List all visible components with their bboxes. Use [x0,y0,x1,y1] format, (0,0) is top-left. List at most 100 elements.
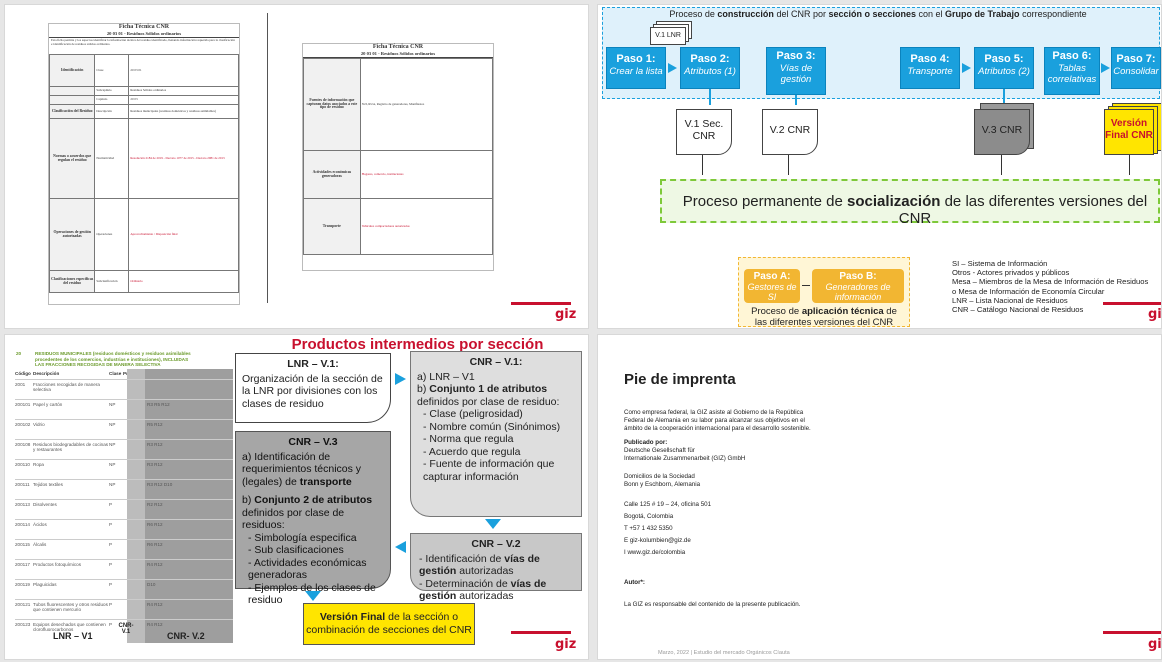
address-line: Bogotá, Colombia [624,513,674,520]
connector [795,95,797,105]
col-header: Descripción [33,371,60,376]
callout-text: Organización de la sección de la LNR por… [242,372,383,410]
cnr-v3-panel: CNR – V.3 a) Identificación de requerimi… [235,431,391,606]
app-bold: aplicación técnica [801,306,884,317]
cell-code: 200114 [15,522,30,527]
row-label: Normas o acuerdos que regulan el residuo [48,118,96,199]
plain-text: a) Identificación de requerimientos técn… [242,450,362,488]
cnr-v2-panel: CNR – V.2 Identificación de vías de gest… [410,533,582,602]
step-1-box[interactable]: Paso 1:Crear la lista [606,47,666,89]
acronym-legend: SI – Sistema de Información Otros - Acto… [952,259,1161,315]
step-sub: Consolidar [1113,66,1159,77]
list-item: Simbología especifica [248,532,384,545]
slide-proceso-cnr[interactable]: Proceso de construcción del CNR por secc… [597,4,1162,329]
legend-item: CNR – Catálogo Nacional de Residuos [952,305,1084,315]
attribute-list: Clase (peligrosidad) Nombre común (Sinón… [423,408,575,483]
cell-class: P [109,582,113,587]
cell-class: NP [109,462,116,467]
slide-pie-de-imprenta[interactable]: Pie de imprenta Como empresa federal, la… [597,334,1162,660]
cell-class: NP [109,442,116,447]
cell-vias: D10 [147,582,156,587]
arrow-down [788,155,789,175]
paso-a-box[interactable]: Paso A: Gestores de SI [744,269,800,303]
panel-line: b) Conjunto 2 de atributos definidos por… [242,494,384,532]
step-2-box[interactable]: Paso 2:Atributos (1) [680,47,740,89]
doc-title: Ficha Técnica CNR [118,24,170,30]
legend-item: SI – Sistema de Información [952,259,1048,268]
cell-code: 200117 [15,562,30,567]
step-sub: Atributos (1) [684,66,736,77]
cell-description: Tubos fluorescentes y otros residuos que… [33,602,108,612]
responsibility-text: La GIZ es responsable del contenido de l… [624,601,801,608]
arrow-left-v2-v3 [395,541,406,553]
list-item: Determinación de vías de gestión autoriz… [419,578,575,603]
version-doc-v1: V.1 Sec. CNR [676,109,732,155]
step-4-box[interactable]: Paso 4:Transporte [900,47,960,89]
paso-b-title: Paso B: [839,271,877,282]
plain-text: definidos por clase de residuos: [242,506,345,532]
table-row: Fuentes de información que capturan dato… [303,58,494,151]
cnr-v2-label: CNR- V.2 [167,631,205,641]
connector [1003,89,1005,105]
final-version-box: Versión Final de la sección o combinació… [303,603,475,645]
intro-text: Como empresa federal, la GIZ asiste al G… [624,409,811,432]
row-label [48,95,96,105]
row-value: SUI, RUA, Registro de generadores, Manif… [359,58,494,151]
list-item: Ejemplos de los clases de residuo [248,582,384,607]
cell-code: 200111 [15,482,30,487]
socialization-text: Proceso permanente de socialización de l… [670,193,1160,227]
lnr-v1-callout: LNR – V.1: Organización de la sección de… [235,353,391,423]
cell-class: P [109,542,113,547]
brand-line [511,631,571,634]
cell-vias: R4 R12 [147,602,163,607]
row-label: Transporte [303,198,361,255]
header-bold: sección o secciones [828,9,917,19]
lnr-doc: V.1 LNR [650,27,686,45]
step-title: Paso 6: [1052,50,1092,62]
email-line: E giz-kolumbien@giz.de [624,537,691,544]
final-version-doc: Versión Final CNR [1104,109,1154,155]
legend-item: o Mesa de Información de Economía Circul… [952,286,1105,296]
footer-text: Marzo, 2022 | Estudio del mercado Orgáni… [658,650,790,656]
cell-description: Productos fotoquímicos [33,562,82,567]
address-line: Calle 125 # 19 – 24, oficina 501 [624,501,712,508]
step-7-box[interactable]: Paso 7:Consolidar [1111,47,1161,89]
step-3-box[interactable]: Paso 3:Vías de gestión [766,47,826,95]
step-6-box[interactable]: Paso 6:Tablas correlativas [1044,47,1100,95]
paso-b-box[interactable]: Paso B: Generadores de información [812,269,904,303]
header-bold: construcción [717,9,774,19]
step-sub: Crear la lista [609,66,663,77]
cell-class: P [109,622,113,627]
web-line: I www.giz.de/colombia [624,549,686,556]
row-sub: Operaciones [94,198,130,271]
lnr-table: 20 RESIDUOS MUNICIPALES (residuos domést… [15,349,233,643]
publisher-label: Publicado por: [624,439,668,446]
row-sub: Subclasificación [94,270,130,293]
cell-class: NP [109,402,116,407]
list-item: Actividades económicas generadoras [248,557,384,582]
cell-code: 200115 [15,542,30,547]
slide-productos-intermedios[interactable]: Productos intermedios por sección 20 RES… [4,334,589,660]
cell-vias: R6 R12 [147,522,163,527]
social-bold: socialización [847,193,941,210]
row-value: Aprovechamiento / Disposición final [128,198,239,271]
doc-table: Fuentes de información que capturan dato… [303,58,494,255]
list-item: Acuerdo que regula [423,446,575,459]
cell-description: Plaguicidas [33,582,57,587]
step-5-box[interactable]: Paso 5:Atributos (2) [974,47,1034,89]
page-title: Pie de imprenta [624,371,736,388]
slide-ficha-tecnica[interactable]: Ficha Técnica CNR 20 03 01 - Residuos Só… [4,4,589,329]
row-value: 20 03 [128,95,239,105]
cell-vias: R6 R12 [147,542,163,547]
row-value: Hogares, comercio, instituciones [359,150,494,199]
step-sub: Transporte [907,66,953,77]
final-rest: de la sección o combinación de secciones… [306,611,472,636]
plain-text: autorizadas [456,590,514,602]
ficha-tecnica-doc-left[interactable]: Ficha Técnica CNR 20 03 01 - Residuos Só… [48,23,240,305]
row-value: Residuos municipales (residuos doméstico… [128,104,239,119]
ficha-tecnica-doc-right[interactable]: Ficha Técnica CNR 20 03 01 - Residuos Só… [302,43,494,271]
